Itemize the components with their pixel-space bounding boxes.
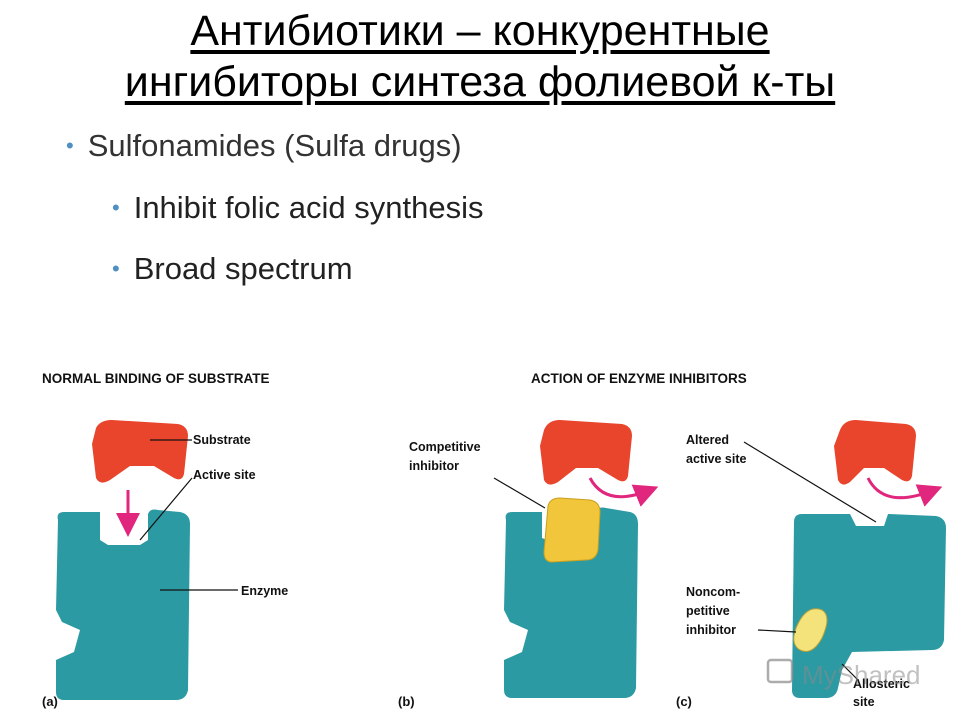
bullet-list: • Sulfonamides (Sulfa drugs) • Inhibit fol…	[0, 0, 960, 330]
label-noncomp-line2: petitive	[686, 604, 730, 618]
panel-a: Substrate Active site Enzyme (a)	[42, 420, 288, 709]
watermark: MyShared	[766, 658, 921, 690]
label-noncomp-line3: inhibitor	[686, 623, 736, 637]
bullet-dot-icon: •	[66, 133, 74, 158]
panel-label-b: (b)	[398, 694, 415, 709]
header-normal-binding: NORMAL BINDING OF SUBSTRATE	[42, 371, 270, 386]
deflection-arrow-icon	[588, 477, 659, 507]
label-enzyme: Enzyme	[241, 584, 288, 598]
panel-b: Competitive inhibitor (b)	[398, 420, 659, 709]
panel-label-c: (c)	[676, 694, 692, 709]
noncompetitive-inhibitor-shape	[793, 608, 828, 652]
label-altered-line2: active site	[686, 452, 747, 466]
label-allosteric-line1: Allosteric	[853, 677, 910, 691]
leader-line	[841, 663, 859, 681]
enzyme-shape	[56, 509, 190, 700]
enzyme-shape	[504, 507, 638, 698]
slide-title: Антибиотики – конкурентные ингибиторы си…	[0, 6, 960, 108]
panel-label-a: (a)	[42, 694, 58, 709]
bullet-level2: • Inhibit folic acid synthesis	[112, 190, 483, 226]
title-line-1: Антибиотики – конкурентные	[190, 7, 770, 55]
deflection-arrow-icon	[866, 477, 943, 507]
header-enzyme-inhibitors: ACTION OF ENZYME INHIBITORS	[531, 371, 747, 386]
title-line-2: ингибиторы синтеза фолиевой к-ты	[124, 58, 836, 106]
panel-c: Altered active site Noncom- petitive inh…	[676, 420, 946, 709]
substrate-shape	[834, 420, 916, 485]
label-allosteric-line2: site	[853, 695, 875, 709]
bullet-level2: • Broad spectrum	[112, 251, 353, 287]
substrate-shape	[92, 420, 188, 483]
enzyme-inhibition-figure: NORMAL BINDING OF SUBSTRATE ACTION OF EN…	[42, 371, 946, 709]
bullet-dot-icon: •	[112, 256, 120, 281]
substrate-shape	[540, 420, 632, 485]
label-noncomp-line1: Noncom-	[686, 585, 740, 599]
leader-line	[493, 477, 546, 509]
label-competitive-line1: Competitive	[409, 440, 481, 454]
bullet-dot-icon: •	[112, 195, 120, 220]
competitive-inhibitor-shape	[543, 497, 601, 563]
label-altered-line1: Altered	[686, 433, 729, 447]
bullet-text: Sulfonamides (Sulfa drugs)	[87, 128, 462, 163]
watermark-text: MyShared	[802, 660, 921, 690]
label-substrate: Substrate	[193, 433, 251, 447]
bullet-text: Inhibit folic acid synthesis	[133, 190, 484, 225]
label-active-site: Active site	[193, 468, 256, 482]
leader-line	[757, 629, 797, 633]
bullet-level1: • Sulfonamides (Sulfa drugs)	[66, 128, 462, 164]
bullet-text: Broad spectrum	[133, 251, 353, 286]
label-competitive-line2: inhibitor	[409, 459, 459, 473]
presentation-icon	[766, 658, 794, 684]
leader-line	[743, 441, 877, 523]
enzyme-shape	[792, 514, 946, 698]
leader-line	[139, 477, 193, 541]
